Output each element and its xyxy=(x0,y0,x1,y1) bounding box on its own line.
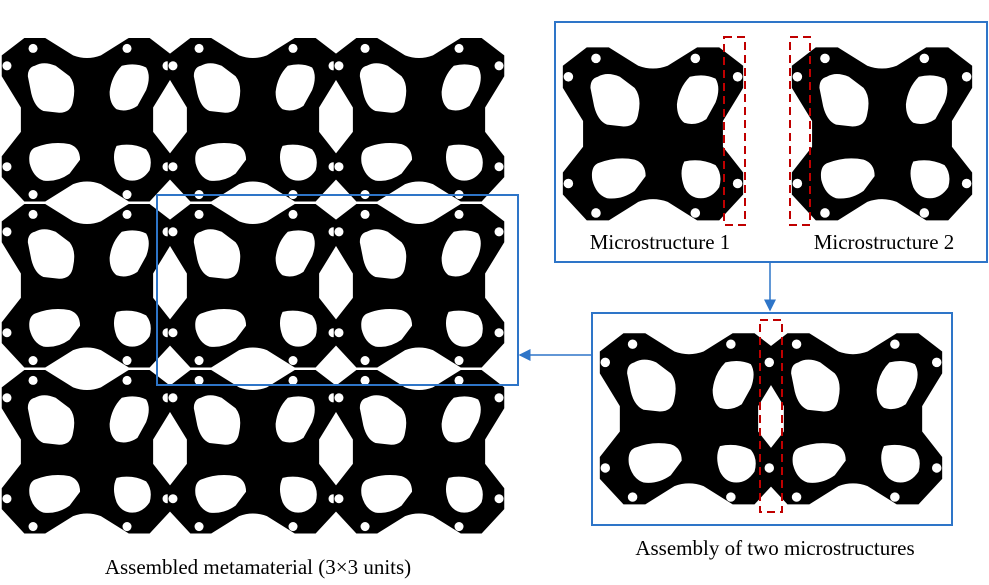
grid-unit-1-1 xyxy=(1,37,173,202)
label-assembly: Assembly of two microstructures xyxy=(635,536,915,560)
assembled-unit-1 xyxy=(599,333,779,505)
label-microstructure-1: Microstructure 1 xyxy=(589,230,731,254)
microstructure-2 xyxy=(791,47,973,221)
microstructures-panel xyxy=(554,21,988,263)
label-microstructure-2: Microstructure 2 xyxy=(813,230,955,254)
grid-unit-3-2 xyxy=(167,369,339,534)
label-metamaterial: Assembled metamaterial (3×3 units) xyxy=(104,555,412,579)
assembled-unit-2 xyxy=(763,333,943,505)
shared-boundary-marker xyxy=(759,319,783,513)
grid-unit-3-3 xyxy=(333,369,505,534)
grid-unit-1-2 xyxy=(167,37,339,202)
grid-unit-2-1 xyxy=(1,203,173,368)
grid-unit-3-1 xyxy=(1,369,173,534)
grid-unit-2-2 xyxy=(167,203,339,368)
grid-unit-2-3 xyxy=(333,203,505,368)
highlight-frame xyxy=(156,194,519,386)
grid-unit-1-3 xyxy=(333,37,505,202)
microstructure-1 xyxy=(562,47,744,221)
metamaterial-grid xyxy=(1,37,505,534)
assembly-panel xyxy=(591,312,953,526)
